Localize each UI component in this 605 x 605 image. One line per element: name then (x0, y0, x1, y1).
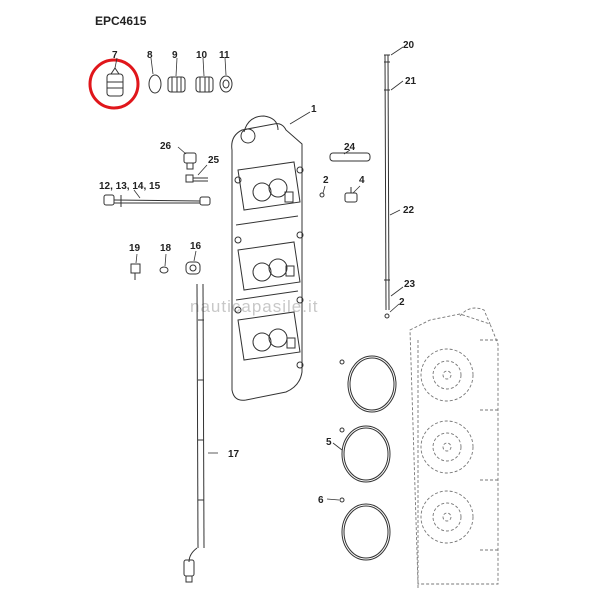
leader-24 (343, 149, 351, 155)
highlight-ring (88, 58, 140, 110)
part-19-bolt[interactable] (130, 263, 141, 280)
part-12-15-sensor-harness[interactable] (103, 194, 211, 207)
part-20-rod-end[interactable] (384, 54, 390, 63)
callout-24: 24 (344, 142, 356, 153)
engine-block-reference (409, 307, 500, 590)
part-9-bushing[interactable] (167, 76, 186, 93)
callout-21: 21 (405, 76, 417, 87)
callout-16: 16 (190, 241, 202, 252)
callouts: 7 8 9 10 11 1 26 25 12, 13, 14, 15 24 2 … (99, 40, 417, 506)
callout-9: 9 (172, 50, 178, 61)
callout-23: 23 (404, 279, 416, 290)
diagram-code: EPC4615 (95, 14, 147, 28)
callout-4: 4 (359, 175, 365, 186)
part-24-dowel-pin[interactable] (329, 152, 371, 162)
callout-6: 6 (318, 495, 324, 506)
part-10-nut[interactable] (195, 76, 214, 93)
callout-12-15: 12, 13, 14, 15 (99, 181, 161, 192)
callout-26: 26 (160, 141, 172, 152)
part-21-22-pushrod[interactable] (384, 54, 390, 311)
callout-18: 18 (160, 243, 172, 254)
callout-2a: 2 (323, 175, 329, 186)
watermark: nauticapasile.it (190, 297, 318, 316)
callout-8: 8 (147, 50, 153, 61)
leader-1 (289, 111, 311, 125)
part-11-washer[interactable] (219, 75, 233, 93)
callout-11: 11 (219, 50, 230, 61)
callout-19: 19 (129, 243, 141, 254)
leader-12 (133, 189, 141, 199)
callout-20: 20 (403, 40, 415, 51)
part-8-o-ring[interactable] (148, 74, 162, 94)
callout-5: 5 (326, 437, 332, 448)
part-4-valve[interactable] (344, 187, 358, 203)
part-17-wire-harness[interactable] (183, 283, 205, 583)
leaders-top (114, 57, 227, 77)
part-23-retainer[interactable] (384, 313, 390, 319)
leaders-gasket (326, 442, 343, 501)
leaders-rod (389, 46, 404, 313)
part-25-screw[interactable] (185, 174, 208, 183)
leaders-mid (177, 146, 208, 176)
part-7-fitting[interactable] (106, 67, 124, 97)
part-1-cylinder-head[interactable] (231, 115, 304, 401)
part-16-thermo-sender[interactable] (185, 261, 201, 275)
leaders-low (135, 250, 197, 267)
part-26-plug[interactable] (183, 152, 197, 170)
part-18-washer[interactable] (159, 266, 169, 274)
part-2-pin[interactable] (319, 192, 325, 198)
leader-2a (322, 185, 326, 194)
callout-22: 22 (403, 205, 415, 216)
leader-4 (352, 185, 361, 194)
part-5-gaskets[interactable] (341, 355, 397, 561)
callout-2b: 2 (399, 297, 405, 308)
callout-25: 25 (208, 155, 220, 166)
callout-10: 10 (196, 50, 208, 61)
callout-17: 17 (228, 449, 240, 460)
callout-7: 7 (112, 50, 118, 61)
callout-1: 1 (311, 104, 317, 115)
part-6-dowels[interactable] (339, 359, 345, 503)
